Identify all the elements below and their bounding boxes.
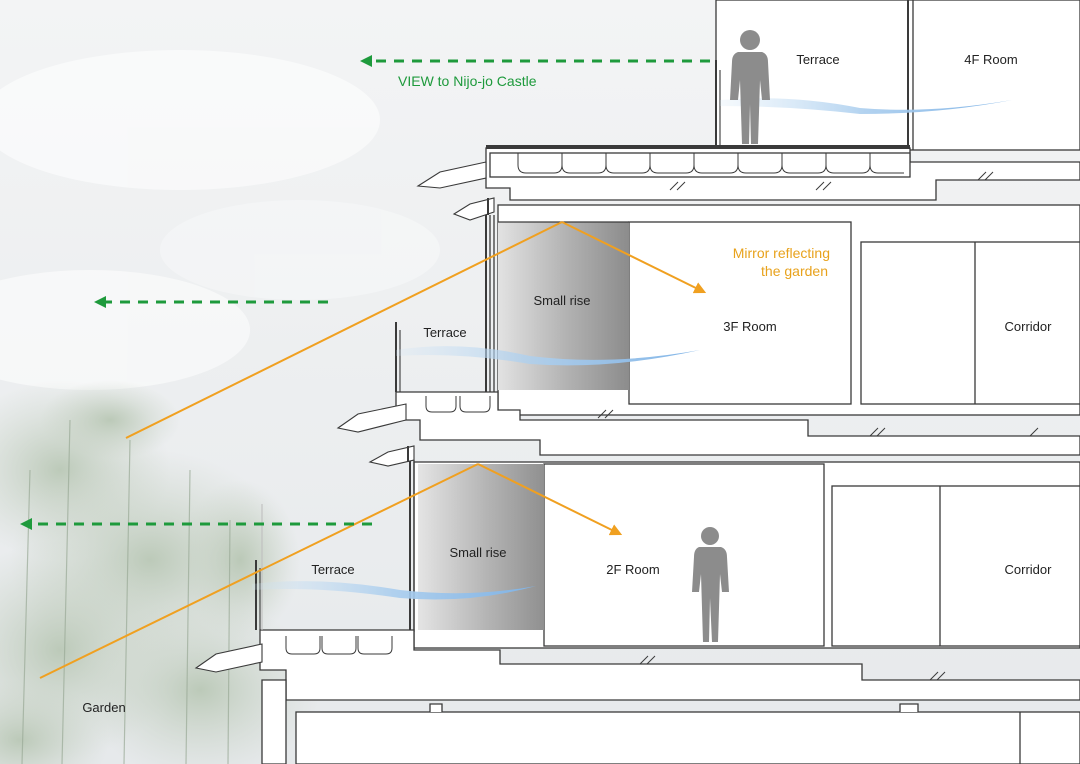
breeze-icon bbox=[720, 98, 1012, 114]
mirror-label-line-1: Mirror reflecting bbox=[733, 245, 830, 261]
reflection-incident-3f bbox=[125, 221, 563, 439]
slab-3f bbox=[395, 391, 1080, 456]
terrace-3f-label: Terrace bbox=[423, 325, 466, 340]
corridor-3f-label: Corridor bbox=[1005, 319, 1053, 334]
corridor-2f-box bbox=[831, 485, 1080, 647]
breeze-icon bbox=[396, 346, 700, 366]
room-4f-label: 4F Room bbox=[964, 52, 1017, 67]
small-rise-3f-label: Small rise bbox=[533, 293, 590, 308]
floor-1f-volume bbox=[295, 711, 1080, 764]
reflection-arrows bbox=[39, 221, 707, 679]
room-3f-box bbox=[628, 221, 852, 405]
mirror-wall-2f bbox=[418, 464, 544, 630]
facade-details bbox=[194, 60, 721, 673]
floor-4f-volume bbox=[715, 0, 1080, 151]
mirror-label-line-2: the garden bbox=[761, 263, 828, 279]
reflection-incident-2f bbox=[39, 463, 479, 679]
view-arrows bbox=[20, 55, 710, 530]
building-section bbox=[259, 0, 1080, 764]
breeze-flows bbox=[252, 98, 1012, 600]
person-silhouette-icon bbox=[692, 527, 729, 642]
room-3f-label: 3F Room bbox=[723, 319, 776, 334]
terrace-4f-label: Terrace bbox=[796, 52, 839, 67]
garden-label: Garden bbox=[82, 700, 125, 715]
room-2f-label: 2F Room bbox=[606, 562, 659, 577]
terrace-2f-label: Terrace bbox=[311, 562, 354, 577]
person-silhouette-icon bbox=[730, 30, 770, 144]
cloud-haze bbox=[0, 50, 440, 390]
corridor-3f-box bbox=[860, 241, 1080, 405]
small-rise-2f-label: Small rise bbox=[449, 545, 506, 560]
view-to-castle-label: VIEW to Nijo-jo Castle bbox=[398, 73, 537, 89]
slab-2f bbox=[259, 629, 1080, 701]
reflection-arrow-icon bbox=[477, 463, 623, 536]
reflection-arrow-icon bbox=[561, 221, 707, 294]
room-2f-box bbox=[543, 463, 825, 647]
corridor-2f-label: Corridor bbox=[1005, 562, 1053, 577]
breeze-icon bbox=[252, 581, 536, 600]
